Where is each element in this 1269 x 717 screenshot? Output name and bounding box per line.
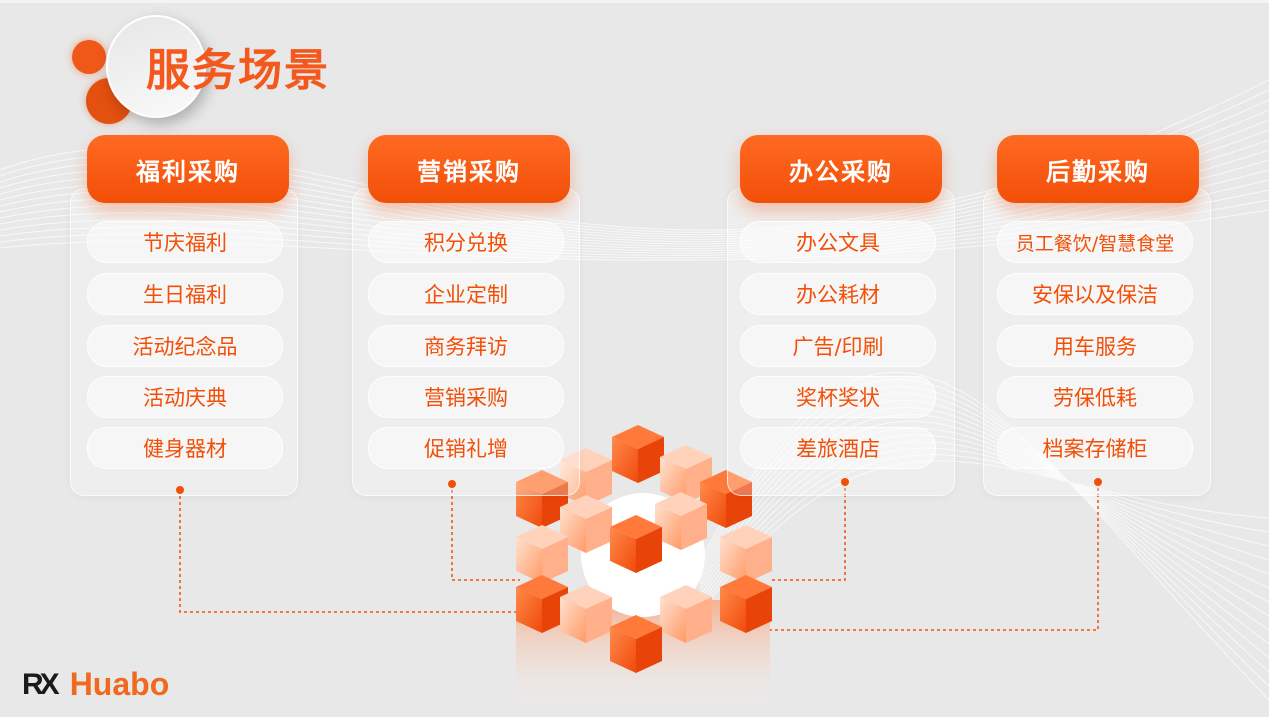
list-item: 活动庆典	[87, 376, 283, 418]
header-welfare: 福利采购	[87, 135, 289, 203]
card-welfare	[70, 188, 298, 496]
list-item: 档案存储柜	[997, 427, 1193, 469]
list-item: 办公文具	[740, 221, 936, 263]
list-item: 健身器材	[87, 427, 283, 469]
cube-block	[610, 615, 662, 673]
cube-block	[560, 585, 612, 643]
list-item: 办公耗材	[740, 273, 936, 315]
header-marketing: 营销采购	[368, 135, 570, 203]
cube-block	[516, 525, 568, 583]
list-item: 奖杯奖状	[740, 376, 936, 418]
logo-name: Huabo	[69, 666, 170, 702]
top-border	[0, 0, 1269, 3]
list-item: 差旅酒店	[740, 427, 936, 469]
page-title: 服务场景	[146, 45, 330, 96]
cube-block	[612, 425, 664, 483]
list-item: 劳保低耗	[997, 376, 1193, 418]
list-item: 安保以及保洁	[997, 273, 1193, 315]
cube-block	[560, 495, 612, 553]
connector-logistics	[770, 482, 1099, 631]
list-item: 节庆福利	[87, 221, 283, 263]
list-item: 广告/印刷	[740, 325, 936, 367]
anchor-dot	[841, 478, 849, 486]
cube-block	[655, 492, 707, 550]
logo: RX Huabo	[22, 666, 169, 703]
card-marketing	[352, 188, 580, 496]
cube-illustration	[516, 425, 772, 717]
list-item: 用车服务	[997, 325, 1193, 367]
connector-office	[770, 482, 846, 581]
list-item: 员工餐饮/智慧食堂	[997, 221, 1193, 263]
list-item: 企业定制	[368, 273, 564, 315]
list-item: 生日福利	[87, 273, 283, 315]
decor-disc	[106, 15, 206, 118]
connector-marketing	[451, 484, 520, 581]
logo-mark: RX	[22, 667, 60, 701]
header-logistics: 后勤采购	[997, 135, 1199, 203]
cube-block	[610, 515, 662, 573]
decor-dot	[72, 40, 106, 74]
connector-welfare	[179, 490, 520, 613]
list-item: 促销礼增	[368, 427, 564, 469]
cube-block	[660, 585, 712, 643]
list-item: 商务拜访	[368, 325, 564, 367]
connector-lines	[179, 482, 1099, 631]
list-item: 积分兑换	[368, 221, 564, 263]
cube-block	[720, 575, 772, 633]
list-item: 活动纪念品	[87, 325, 283, 367]
anchor-dot	[448, 480, 456, 488]
header-office: 办公采购	[740, 135, 942, 203]
anchor-dot	[1094, 478, 1102, 486]
cube-block	[720, 525, 772, 583]
anchor-dot	[176, 486, 184, 494]
list-item: 营销采购	[368, 376, 564, 418]
